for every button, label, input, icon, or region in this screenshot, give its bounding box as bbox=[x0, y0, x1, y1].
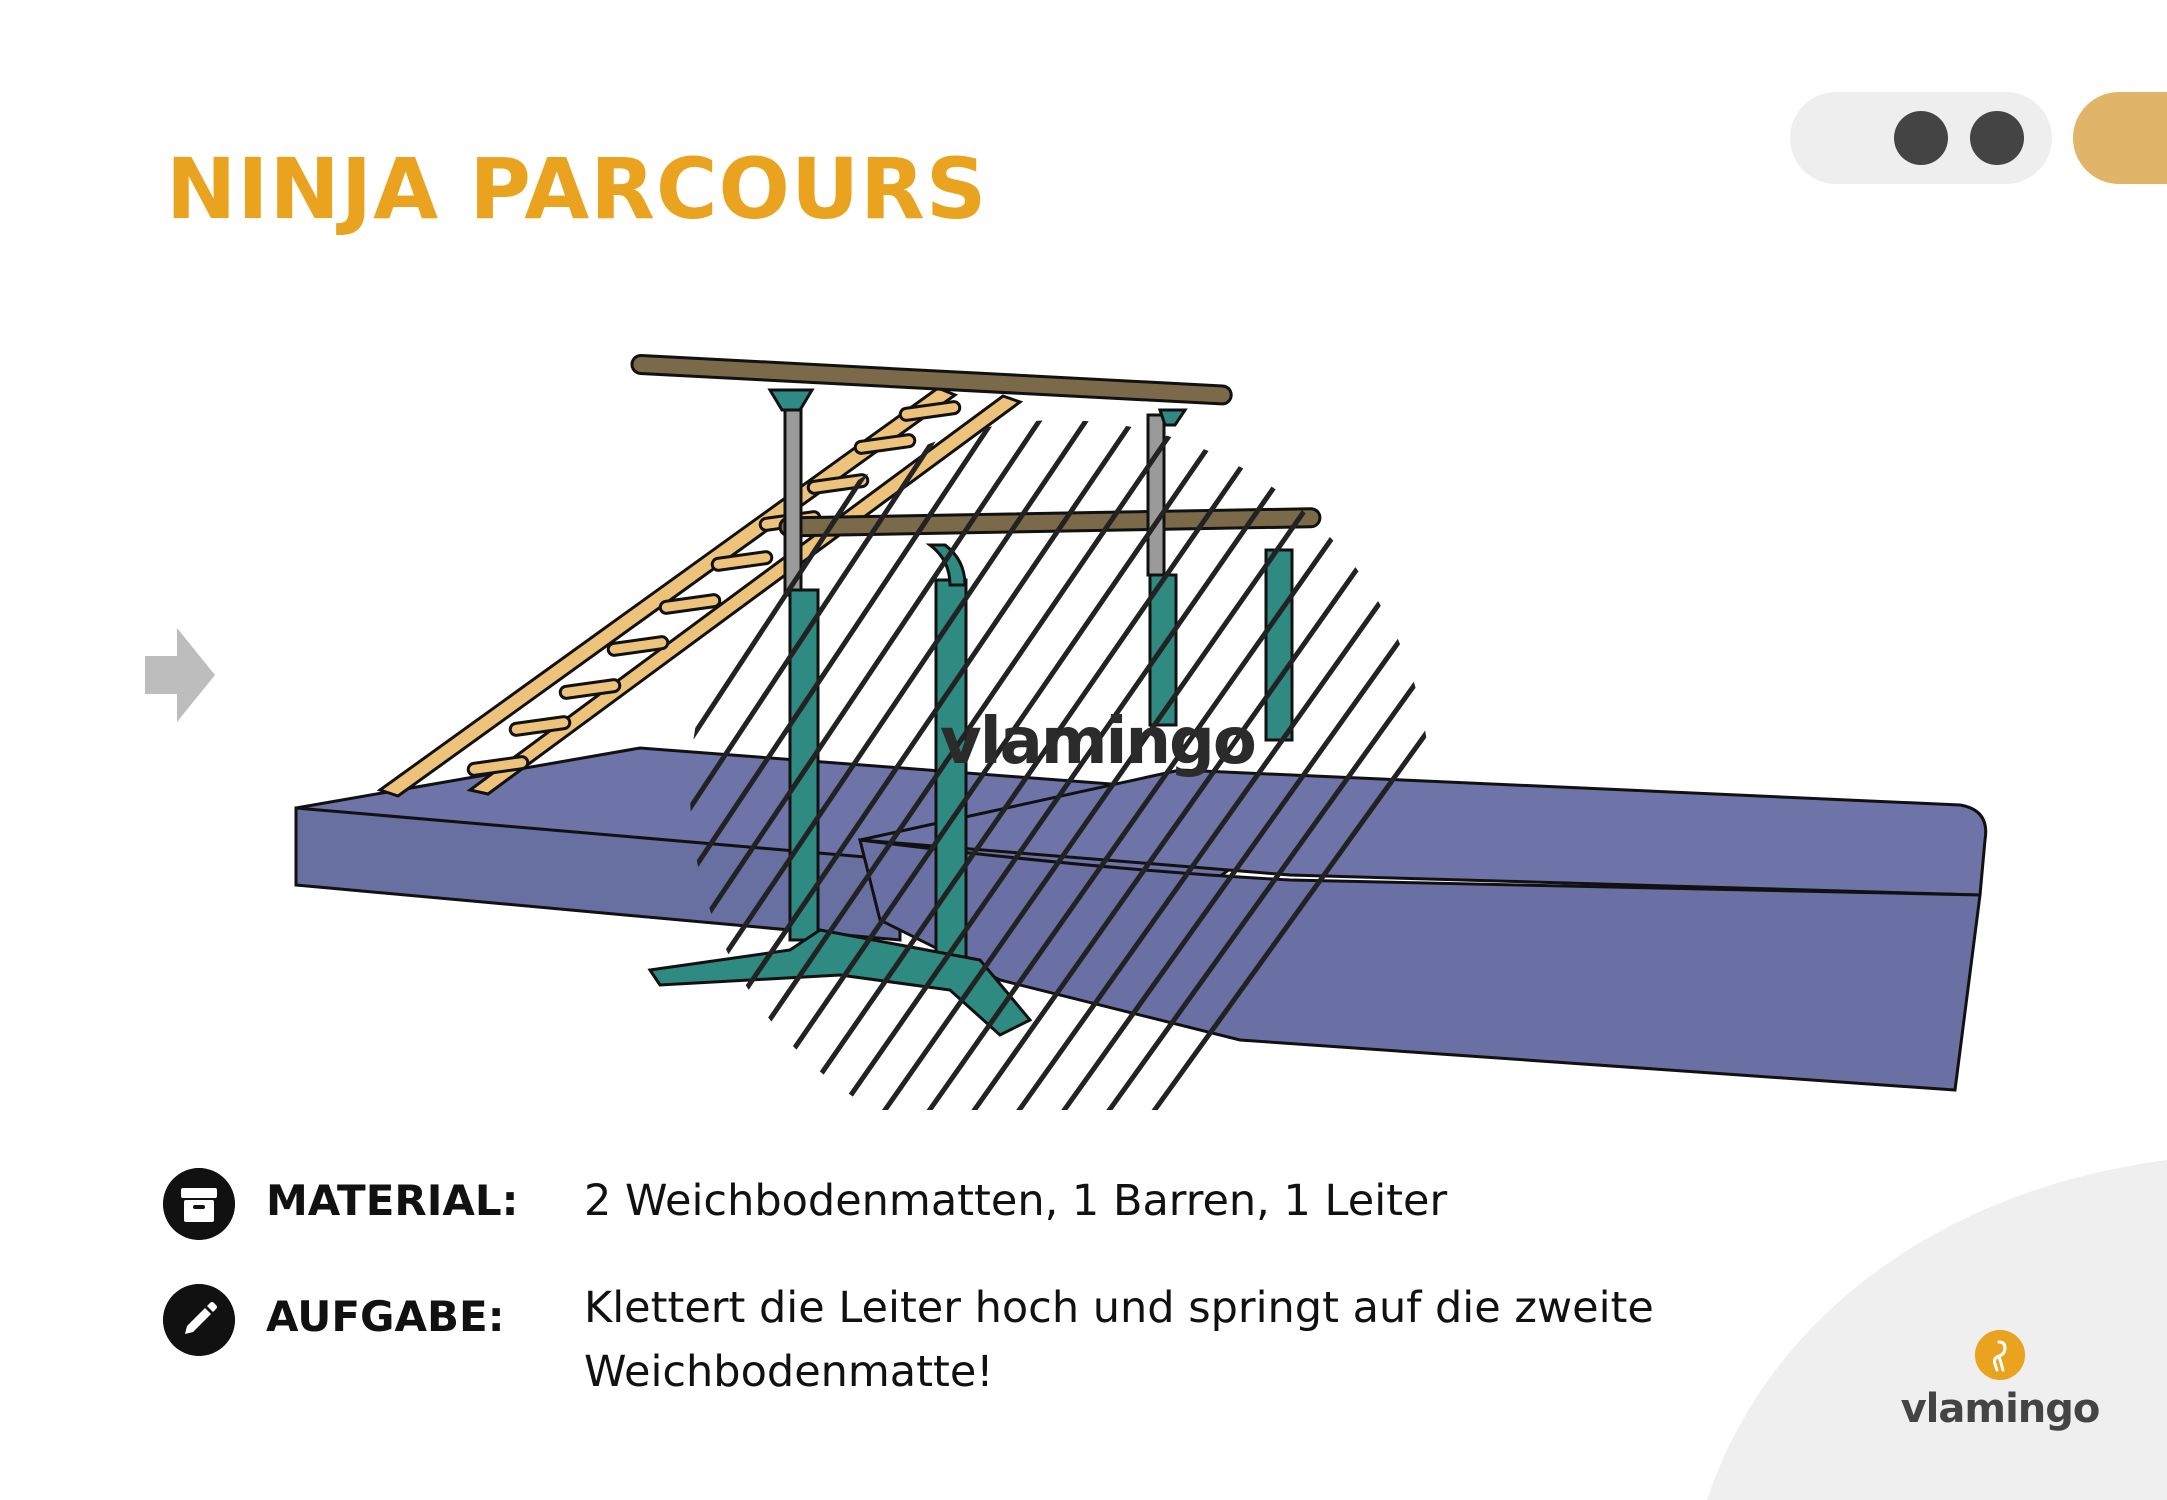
task-value: Klettert die Leiter hoch und springt auf… bbox=[584, 1276, 1764, 1404]
task-line-2: Weichbodenmatte! bbox=[584, 1347, 994, 1397]
material-label: MATERIAL: bbox=[266, 1176, 519, 1225]
pager-dot[interactable] bbox=[1970, 111, 2024, 165]
brand-logo: vlamingo bbox=[1900, 1330, 2100, 1432]
page-title: NINJA PARCOURS bbox=[166, 140, 988, 238]
pager-dot[interactable] bbox=[1894, 111, 1948, 165]
corner-decoration bbox=[1707, 1160, 2167, 1500]
task-label: AUFGABE: bbox=[266, 1292, 505, 1341]
flamingo-icon bbox=[1975, 1330, 2025, 1380]
watermark-text: vlamingo bbox=[940, 705, 1255, 779]
front-mat bbox=[858, 768, 1988, 1092]
material-value: 2 Weichbodenmatten, 1 Barren, 1 Leiter bbox=[584, 1176, 1448, 1226]
arrow-right-icon[interactable] bbox=[145, 628, 215, 722]
archive-box-icon bbox=[163, 1168, 235, 1240]
brand-name: vlamingo bbox=[1900, 1386, 2101, 1432]
tab-indicator[interactable] bbox=[2073, 92, 2167, 184]
parallel-bars bbox=[630, 353, 1322, 1037]
pencil-icon bbox=[163, 1284, 235, 1356]
parcours-illustration: vlamingo bbox=[294, 353, 1988, 1110]
task-line-1: Klettert die Leiter hoch und springt auf… bbox=[584, 1283, 1654, 1333]
pager bbox=[1790, 92, 2052, 184]
